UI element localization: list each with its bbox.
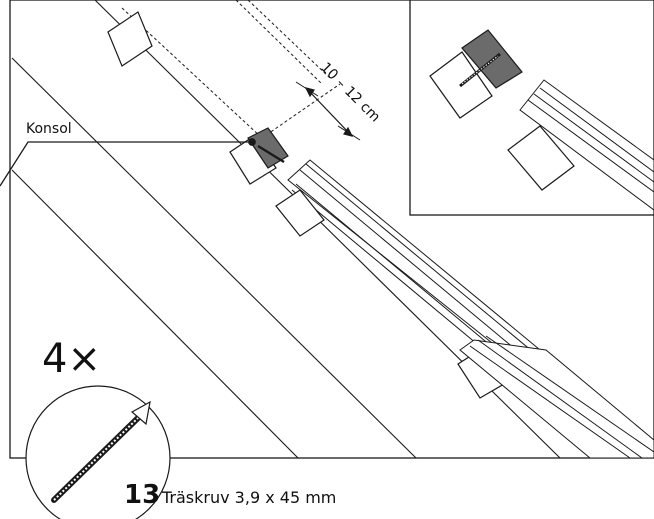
konsol-label: Konsol (26, 121, 72, 137)
drawing-frame (9, 0, 654, 459)
dashed-guide-lines (121, 0, 341, 139)
detail-shelf (519, 79, 654, 211)
measurement-arrow (295, 81, 361, 141)
upper-bracket-block (107, 11, 153, 67)
screw-icon (51, 400, 151, 503)
part-description: Träskruv 3,9 x 45 mm (161, 488, 336, 507)
lower-shelf-slats (459, 335, 654, 459)
detail-bracket (429, 29, 523, 119)
screw-illustration (25, 385, 171, 519)
detail-lower-block (507, 125, 575, 191)
quantity-label: 4× (42, 336, 101, 382)
konsol-callout (0, 138, 256, 187)
part-number: 13 (124, 480, 160, 510)
lower-bracket-blocks (275, 189, 505, 399)
konsol-bracket (229, 127, 289, 185)
